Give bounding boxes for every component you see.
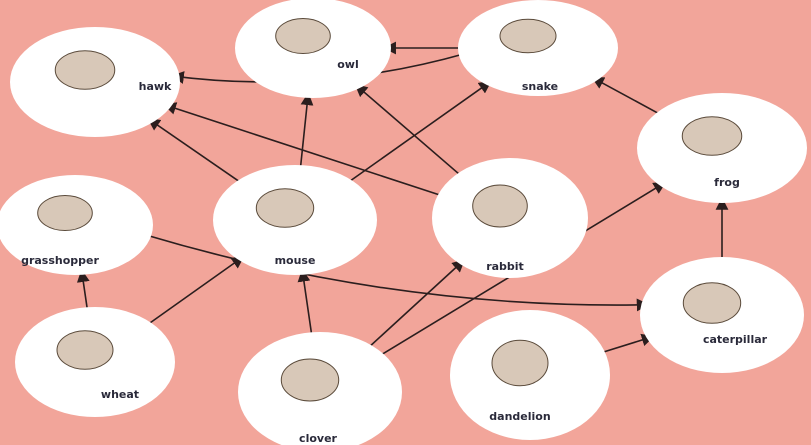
- label-grasshopper: grasshopper: [21, 254, 99, 267]
- label-hawk: hawk: [139, 80, 172, 93]
- node-rabbit: rabbit: [432, 158, 588, 278]
- label-rabbit: rabbit: [486, 260, 524, 273]
- node-snake: snake: [458, 0, 618, 96]
- frog-icon: [681, 116, 743, 156]
- node-mouse: mouse: [213, 165, 377, 275]
- arrow-mouse-to-hawk: [147, 118, 243, 185]
- node-caterpillar: caterpillar: [640, 257, 804, 373]
- arrow-grasshopper-to-caterpillar: [144, 233, 650, 312]
- arrow-rabbit-to-hawk: [163, 102, 445, 198]
- label-mouse: mouse: [275, 254, 316, 267]
- label-dandelion: dandelion: [489, 410, 550, 423]
- arrow-mouse-to-snake: [346, 80, 492, 184]
- node-owl: owl: [235, 0, 391, 98]
- wheat-icon: [56, 330, 114, 370]
- node-frog: frog: [637, 93, 807, 203]
- arrow-dandelion-to-caterpillar: [598, 333, 655, 355]
- hawk-icon: [54, 50, 116, 90]
- grasshopper-icon: [37, 195, 93, 231]
- node-wheat: wheat: [15, 307, 175, 417]
- arrow-clover-to-mouse: [297, 268, 313, 338]
- snake-icon: [499, 18, 557, 54]
- label-wheat: wheat: [101, 388, 139, 401]
- label-owl: owl: [337, 58, 359, 71]
- node-dandelion: dandelion: [450, 310, 610, 440]
- node-hawk: hawk: [10, 27, 180, 137]
- arrow-wheat-to-grasshopper: [76, 269, 90, 312]
- clover-icon: [280, 358, 340, 402]
- dandelion-icon: [491, 339, 549, 387]
- node-grasshopper: grasshopper: [0, 175, 153, 275]
- label-frog: frog: [714, 176, 740, 189]
- label-caterpillar: caterpillar: [703, 333, 768, 346]
- caterpillar-icon: [682, 282, 742, 324]
- arrow-mouse-to-owl: [299, 92, 314, 170]
- node-clover: clover: [238, 332, 402, 445]
- arrow-clover-to-rabbit: [366, 259, 466, 350]
- rabbit-icon: [472, 184, 528, 228]
- mouse-icon: [255, 188, 315, 228]
- label-clover: clover: [299, 432, 337, 445]
- arrow-wheat-to-mouse: [145, 255, 245, 327]
- owl-icon: [275, 18, 331, 54]
- label-snake: snake: [522, 80, 558, 93]
- arrow-rabbit-to-owl: [354, 83, 463, 178]
- arrow-frog-to-snake: [591, 76, 663, 117]
